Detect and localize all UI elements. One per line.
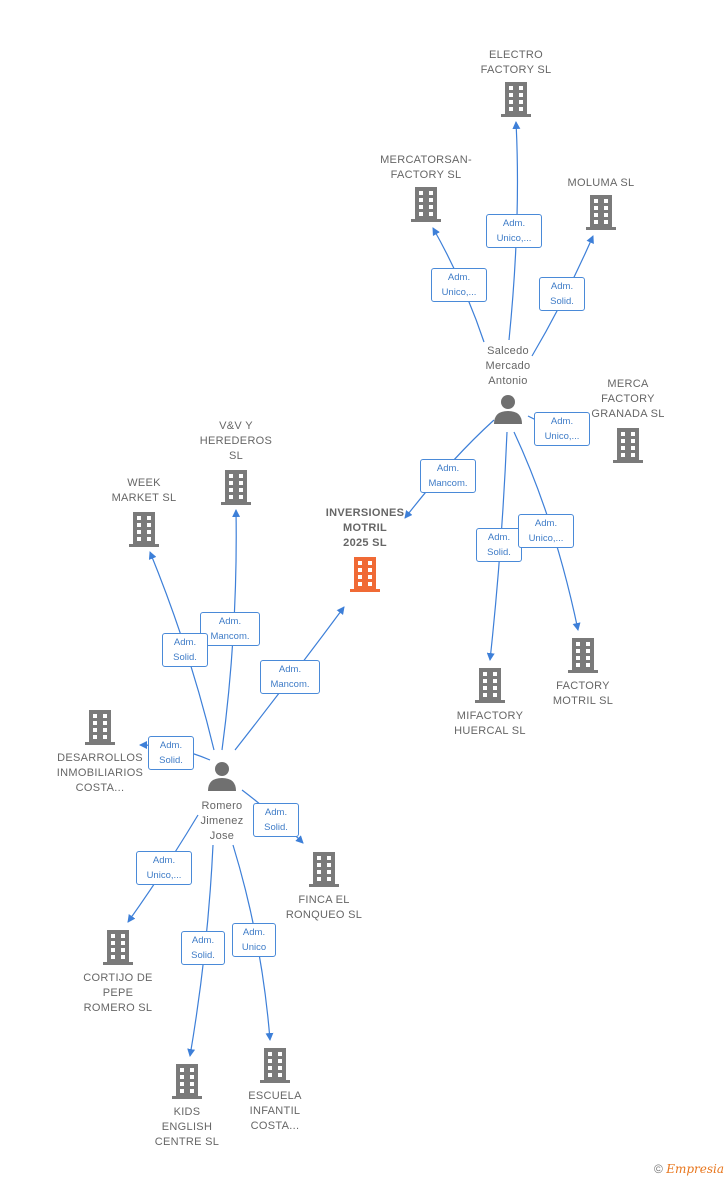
building-icon: [221, 470, 251, 505]
company-node-inversiones[interactable]: INVERSIONES MOTRIL 2025 SL: [300, 506, 430, 598]
building-icon: [260, 1048, 290, 1083]
company-node-week[interactable]: WEEK MARKET SL: [79, 476, 209, 553]
edge-label-romero-kids[interactable]: Adm. Solid.: [181, 931, 225, 965]
company-name: MIFACTORY HUERCAL SL: [454, 710, 526, 737]
edge-label-romero-vyv[interactable]: Adm. Mancom.: [200, 612, 260, 646]
building-icon: [103, 930, 133, 965]
edge-label-romero-week[interactable]: Adm. Solid.: [162, 633, 208, 667]
edge-label-salcedo-mifactory[interactable]: Adm. Solid.: [476, 528, 522, 562]
person-node-salcedo[interactable]: Salcedo Mercado Antonio: [443, 344, 573, 430]
company-name: ELECTRO FACTORY SL: [480, 49, 552, 76]
building-icon: [475, 668, 505, 703]
person-name: Salcedo Mercado Antonio: [485, 345, 531, 387]
edge-label-romero-inversiones[interactable]: Adm. Mancom.: [260, 660, 320, 694]
company-name: KIDS ENGLISH CENTRE SL: [154, 1106, 220, 1148]
company-node-vyv[interactable]: V&V Y HEREDEROS SL: [171, 419, 301, 511]
company-name: MERCA FACTORY GRANADA SL: [591, 378, 665, 420]
edge-label-romero-desarrollos[interactable]: Adm. Solid.: [148, 736, 194, 770]
edge-label-salcedo-factory-motril[interactable]: Adm. Unico,...: [518, 514, 574, 548]
building-icon: [172, 1064, 202, 1099]
person-node-romero[interactable]: Romero Jimenez Jose: [157, 760, 287, 844]
company-name: FINCA EL RONQUEO SL: [285, 894, 363, 921]
brand-logo: Empresia: [666, 1162, 724, 1176]
company-node-cortijo[interactable]: CORTIJO DE PEPE ROMERO SL: [53, 928, 183, 1016]
edge-label-salcedo-inversiones[interactable]: Adm. Mancom.: [420, 459, 476, 493]
building-icon: [129, 512, 159, 547]
person-icon: [208, 762, 236, 791]
company-node-desarrollos[interactable]: DESARROLLOS INMOBILIARIOS COSTA...: [35, 708, 165, 796]
company-name: DESARROLLOS INMOBILIARIOS COSTA...: [56, 752, 144, 794]
person-name: Romero Jimenez Jose: [200, 800, 244, 842]
building-icon: [501, 82, 531, 117]
company-node-finca[interactable]: FINCA EL RONQUEO SL: [259, 850, 389, 923]
company-name: V&V Y HEREDEROS SL: [199, 420, 273, 462]
edge-label-romero-escuela[interactable]: Adm. Unico: [232, 923, 276, 957]
building-icon: [568, 638, 598, 673]
edge-label-romero-finca[interactable]: Adm. Solid.: [253, 803, 299, 837]
edge-label-salcedo-merca[interactable]: Adm. Unico,...: [534, 412, 590, 446]
building-icon-focus: [350, 557, 380, 592]
building-icon: [309, 852, 339, 887]
edge-label-salcedo-electro[interactable]: Adm. Unico,...: [486, 214, 542, 248]
company-name: WEEK MARKET SL: [111, 477, 177, 504]
company-node-merca[interactable]: MERCA FACTORY GRANADA SL: [563, 377, 693, 469]
company-node-mifactory[interactable]: MIFACTORY HUERCAL SL: [425, 666, 555, 739]
company-name: FACTORY MOTRIL SL: [552, 680, 614, 707]
company-name: MERCATORSAN- FACTORY SL: [380, 154, 472, 181]
copyright-symbol: ©: [654, 1162, 663, 1176]
company-node-mercatorsan[interactable]: MERCATORSAN- FACTORY SL: [361, 153, 491, 228]
company-node-escuela[interactable]: ESCUELA INFANTIL COSTA...: [210, 1046, 340, 1134]
building-icon: [411, 187, 441, 222]
company-node-factory-motril[interactable]: FACTORY MOTRIL SL: [518, 636, 648, 709]
edge-label-salcedo-moluma[interactable]: Adm. Solid.: [539, 277, 585, 311]
company-name: MOLUMA SL: [567, 177, 635, 189]
footer-brand: © Empresia: [654, 1162, 724, 1176]
company-node-kids[interactable]: KIDS ENGLISH CENTRE SL: [122, 1062, 252, 1150]
company-name: ESCUELA INFANTIL COSTA...: [248, 1090, 302, 1132]
edge-label-romero-cortijo[interactable]: Adm. Unico,...: [136, 851, 192, 885]
company-node-electro[interactable]: ELECTRO FACTORY SL: [451, 48, 581, 123]
building-icon: [586, 195, 616, 230]
edge-label-salcedo-mercatorsan[interactable]: Adm. Unico,...: [431, 268, 487, 302]
company-name: INVERSIONES MOTRIL 2025 SL: [325, 507, 405, 549]
company-node-moluma[interactable]: MOLUMA SL: [536, 176, 666, 236]
building-icon: [85, 710, 115, 745]
company-name: CORTIJO DE PEPE ROMERO SL: [83, 972, 153, 1014]
building-icon: [613, 428, 643, 463]
person-icon: [494, 395, 522, 424]
